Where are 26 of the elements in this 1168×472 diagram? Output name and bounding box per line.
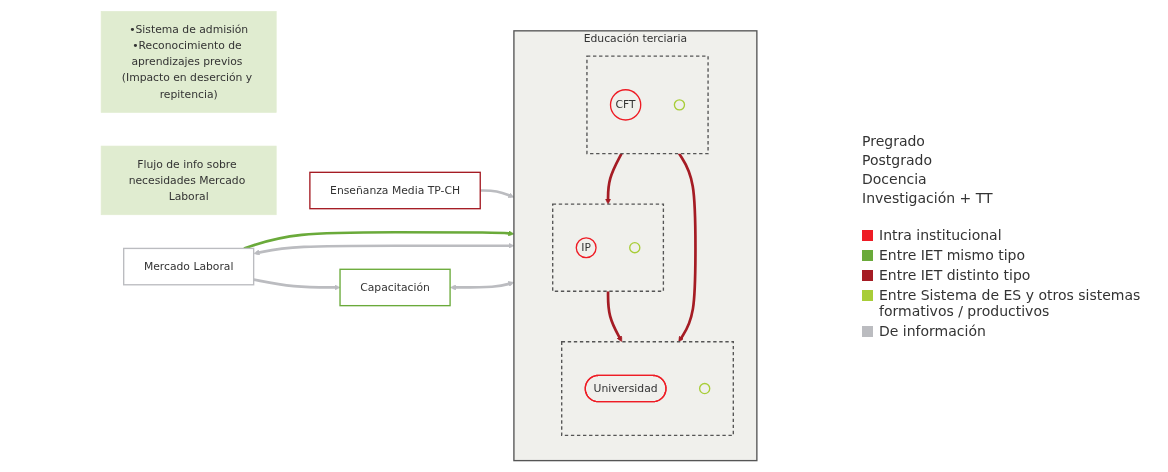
arrow: [677, 152, 697, 343]
note-label: Investigación + TT: [862, 189, 994, 206]
legend-text: Intra institucional: [879, 226, 1002, 243]
legend-text: Entre Sistema de ES y otros sistemas formativos / productivos: [879, 286, 1142, 319]
institution-circle: IP: [575, 237, 597, 259]
process-box: Capacitación: [339, 268, 451, 307]
cycle-circle: [698, 382, 711, 395]
cycle-circle: [673, 99, 686, 111]
cycle-circle: [629, 241, 641, 254]
note-label: Docencia: [862, 170, 928, 187]
arrow: [253, 278, 341, 291]
legend-text: Entre IET distinto tipo: [879, 266, 1031, 283]
note-box: Flujo de info sobre necesidades Mercado Laboral: [100, 145, 277, 216]
institution-circle: Universidad: [584, 374, 667, 403]
process-box: Mercado Laboral: [123, 247, 255, 286]
dashed-group-box: [552, 203, 665, 292]
note-box: •Sistema de admisión •Reconocimiento de aprendizajes previos (Impacto en deserción y repitencia): [100, 11, 277, 113]
note-label: Postgrado: [862, 151, 933, 168]
arrow: [605, 153, 623, 205]
dashed-group-box: [586, 55, 709, 155]
legend-text: De información: [879, 322, 986, 339]
legend-text: Entre IET mismo tipo: [879, 246, 1025, 263]
note-label: Pregrado: [862, 132, 926, 149]
process-box: Enseñanza Media TP-CH: [309, 171, 481, 210]
institution-circle: CFT: [609, 89, 642, 121]
arrow: [606, 291, 623, 343]
